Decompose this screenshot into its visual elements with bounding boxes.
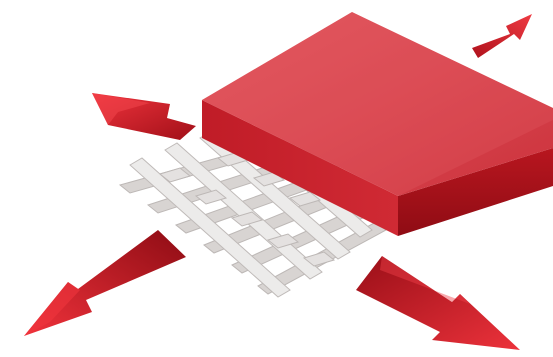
arrow-lower-right-icon <box>356 256 520 350</box>
arrow-upper-left-icon <box>92 93 196 140</box>
arrow-upper-right-icon <box>472 14 532 58</box>
arrow-lower-left-icon <box>24 230 186 336</box>
